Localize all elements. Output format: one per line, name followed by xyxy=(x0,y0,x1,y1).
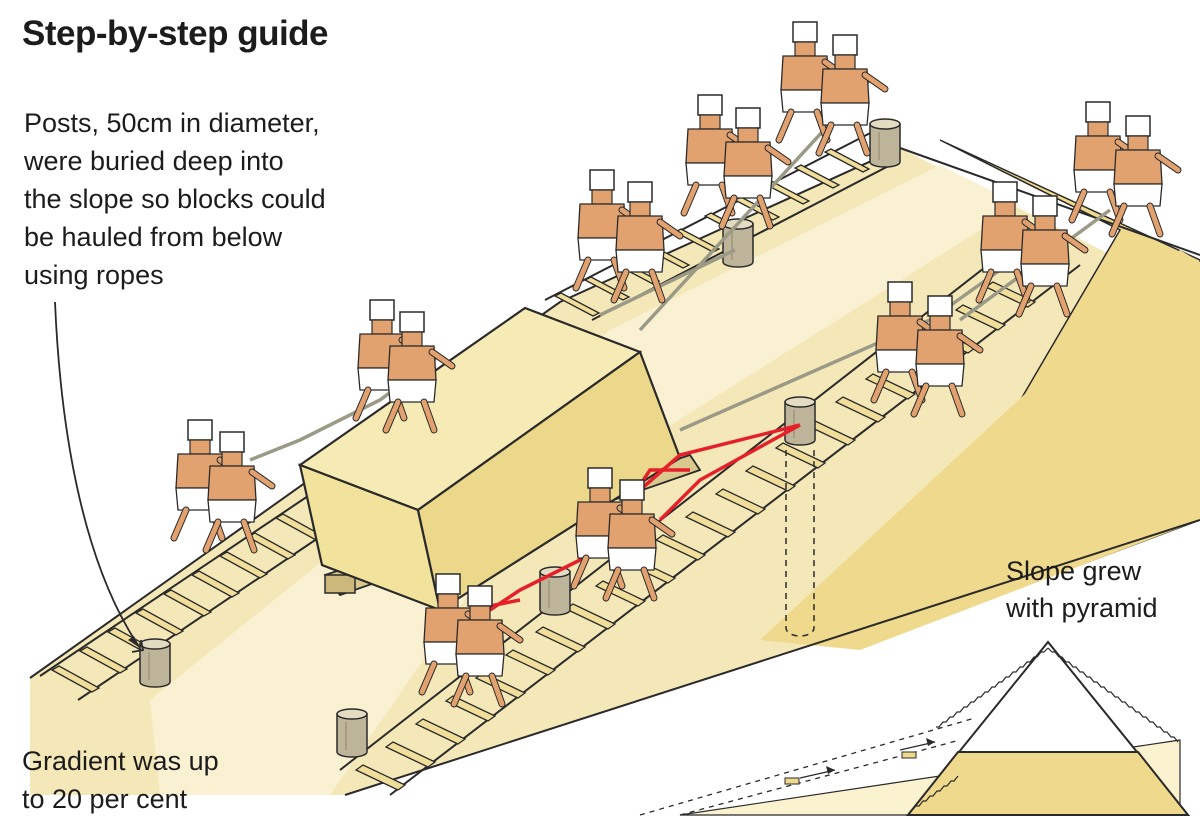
annotation-line: using ropes xyxy=(24,260,164,290)
annotation-line: the slope so blocks could xyxy=(24,184,326,214)
gradient-annotation: Gradient was up to 20 per cent xyxy=(22,742,282,818)
posts-annotation: Posts, 50cm in diameter, were buried dee… xyxy=(24,104,404,294)
annotation-line: with pyramid xyxy=(1006,593,1158,623)
page-title: Step-by-step guide xyxy=(22,14,329,53)
posts-callout-arrow xyxy=(54,301,141,649)
annotation-line: be hauled from below xyxy=(24,222,283,252)
wooden-post-icon xyxy=(336,708,368,758)
ramp-track xyxy=(150,165,1020,795)
wooden-post-icon xyxy=(869,118,901,168)
wooden-post-icon xyxy=(139,638,171,688)
annotation-line: Posts, 50cm in diameter, xyxy=(24,108,320,138)
wooden-post-icon xyxy=(784,396,816,446)
annotation-line: were buried deep into xyxy=(24,146,284,176)
wooden-post-icon xyxy=(722,218,754,268)
annotation-line: Slope grew xyxy=(1006,556,1142,586)
annotation-line: to 20 per cent xyxy=(22,784,188,814)
slope-annotation: Slope grew with pyramid xyxy=(1006,553,1200,627)
pyramid-inset xyxy=(639,640,1191,816)
annotation-line: Gradient was up xyxy=(22,746,219,776)
buried-post-outline xyxy=(785,450,815,637)
